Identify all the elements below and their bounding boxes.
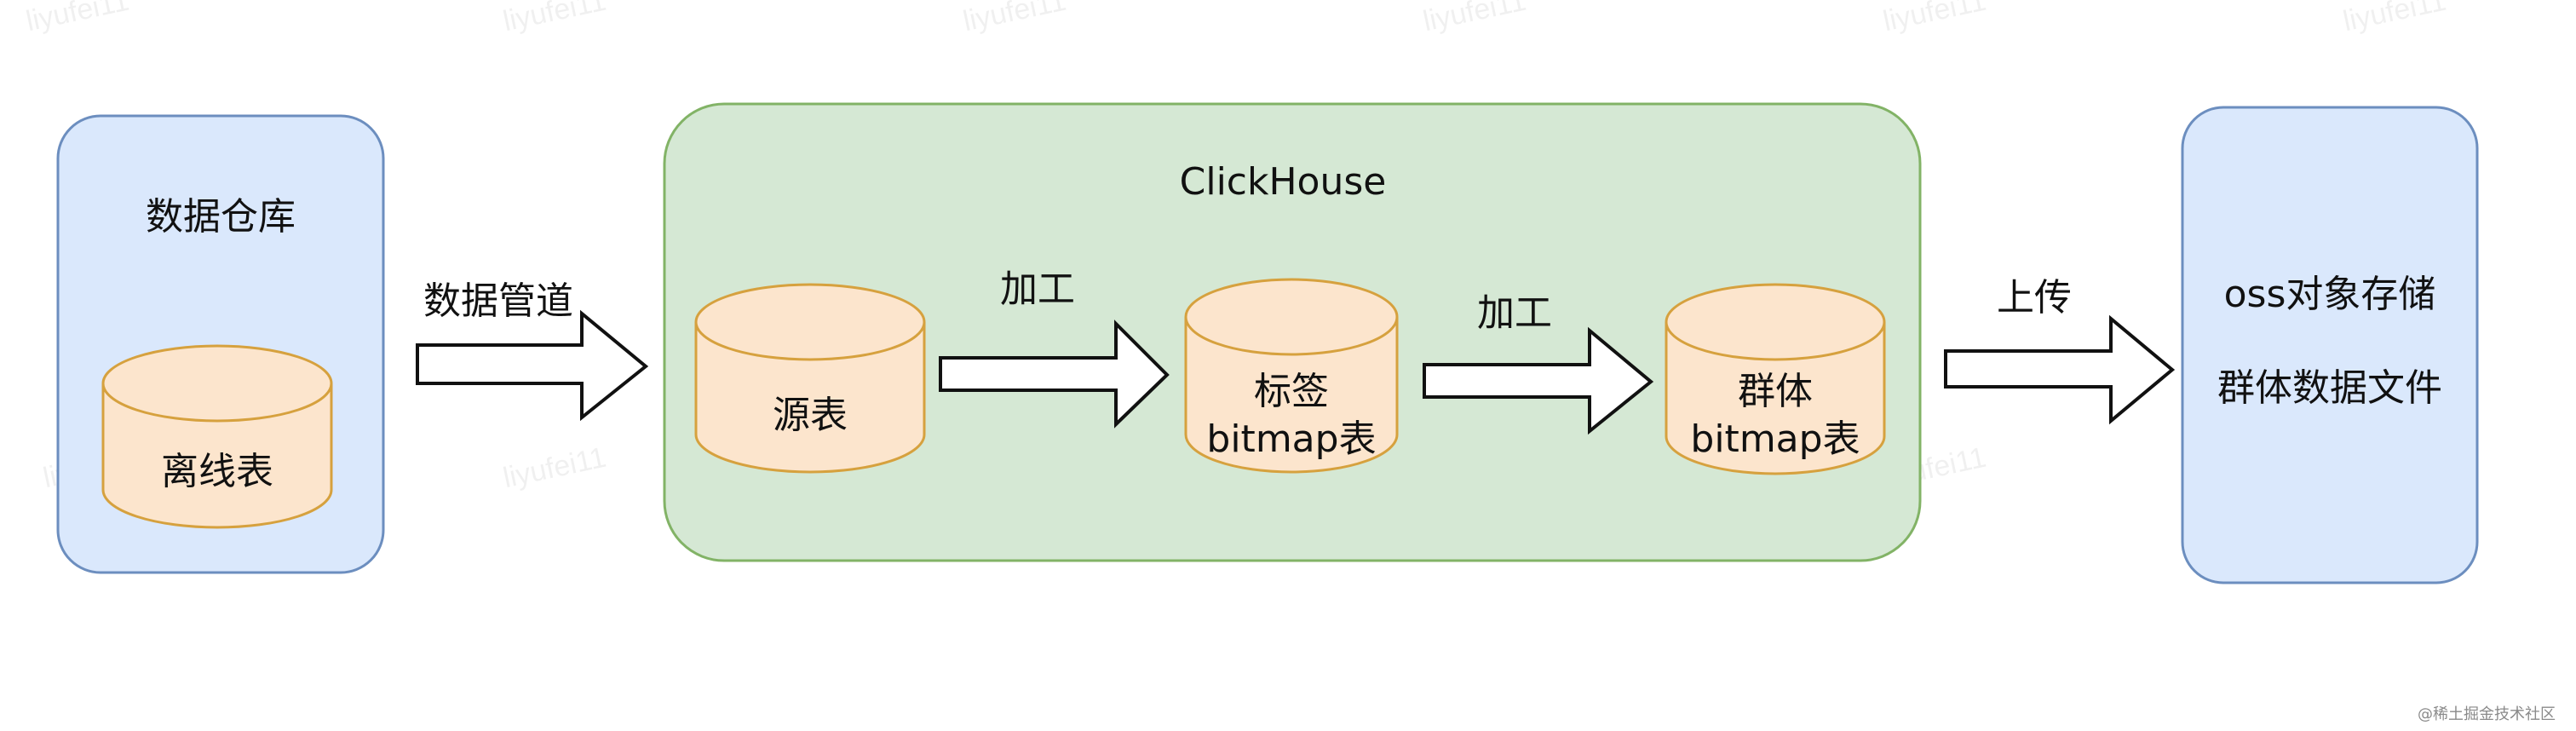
tag-table-label-line1: 标签 — [1254, 370, 1329, 413]
process-arrow-2: 加工 — [1423, 291, 1654, 435]
tag-table-label-line2: bitmap表 — [1206, 417, 1376, 461]
data-pipe-arrow: 数据管道 — [416, 279, 649, 422]
data-warehouse-title: 数据仓库 — [146, 195, 296, 239]
tag-bitmap-table-cylinder: 标签 bitmap表 — [1184, 278, 1399, 474]
process-label-1: 加工 — [1000, 268, 1075, 311]
process-arrow-1: 加工 — [939, 268, 1170, 429]
process-label-2: 加工 — [1477, 291, 1552, 335]
group-data-file-label: 群体数据文件 — [2217, 366, 2442, 410]
group-bitmap-table-cylinder: 群体 bitmap表 — [1665, 283, 1886, 475]
oss-storage-title: oss对象存储 — [2224, 273, 2436, 316]
offline-table-cylinder: 离线表 — [101, 344, 333, 529]
credit-watermark: @稀土掘金技术社区 — [2418, 705, 2556, 723]
source-table-label: 源表 — [773, 394, 848, 437]
source-table-cylinder: 源表 — [694, 283, 926, 474]
group-table-label-line2: bitmap表 — [1690, 417, 1860, 461]
upload-arrow: 上传 — [1944, 276, 2176, 425]
oss-storage-node: oss对象存储 群体数据文件 — [2181, 106, 2479, 584]
upload-label: 上传 — [1997, 276, 2072, 319]
clickhouse-title: ClickHouse — [1180, 160, 1387, 204]
data-pipe-label: 数据管道 — [423, 279, 573, 323]
oss-storage-box — [2181, 106, 2479, 584]
group-table-label-line1: 群体 — [1738, 370, 1813, 413]
offline-table-label: 离线表 — [161, 450, 273, 493]
